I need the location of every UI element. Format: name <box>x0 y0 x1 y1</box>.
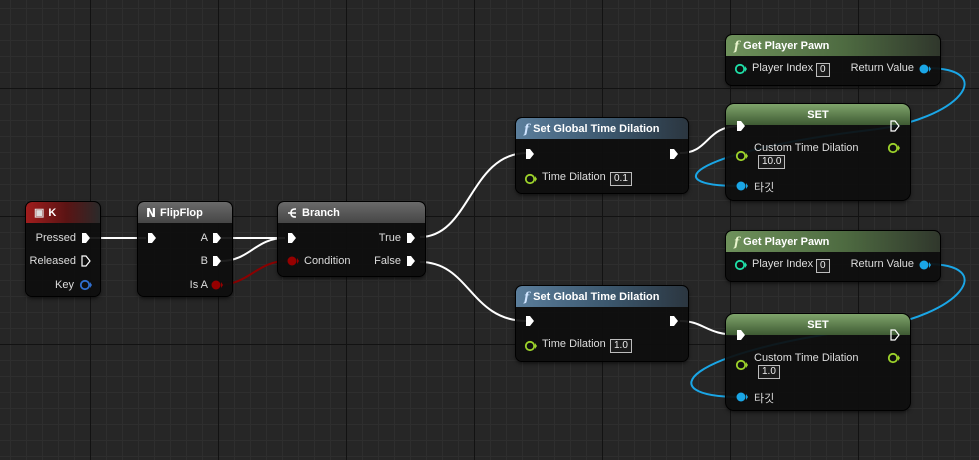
set-variable-title-1: SET <box>807 108 829 121</box>
time-dilation-1-exec-in-pin[interactable] <box>525 148 535 160</box>
set-1-exec-out-pin[interactable] <box>890 120 900 132</box>
get-player-pawn-node-2[interactable]: f Get Player Pawn Player Index 0 Return … <box>725 230 941 282</box>
flipflop-macro-icon: N <box>146 205 157 220</box>
player-index-2-value-field[interactable]: 0 <box>816 259 830 273</box>
time-dilation-2-float-pin[interactable] <box>524 340 538 352</box>
branch-header: Branch <box>278 202 425 223</box>
branch-exec-in-pin[interactable] <box>287 232 297 244</box>
set-1-float-out-pin[interactable] <box>887 142 901 154</box>
flipflop-node[interactable]: N FlipFlop A B Is A <box>137 201 233 297</box>
set-2-float-in-pin[interactable] <box>735 359 749 371</box>
branch-condition-label: Condition <box>304 255 351 267</box>
set-2-float-out-pin[interactable] <box>887 352 901 364</box>
set-1-target-object-pin[interactable] <box>735 180 749 192</box>
flipflop-title: FlipFlop <box>160 206 203 219</box>
set-global-time-dilation-title-2: Set Global Time Dilation <box>533 290 660 303</box>
set-variable-header-2: SET <box>726 314 910 335</box>
set-2-var-label: Custom Time Dilation <box>754 352 859 364</box>
time-dilation-1-float-pin[interactable] <box>524 173 538 185</box>
wire-exec-true-to-settimedilation1[interactable] <box>419 152 528 238</box>
player-index-2-int-pin[interactable] <box>734 259 748 271</box>
get-player-pawn-header-2: f Get Player Pawn <box>726 231 940 252</box>
pressed-exec-pin[interactable] <box>81 232 91 244</box>
released-pin-label: Released <box>29 255 76 267</box>
wire-exec-false-to-settimedilation2[interactable] <box>419 261 528 322</box>
player-index-2-label: Player Index <box>752 258 814 270</box>
flipflop-isa-label: Is A <box>189 279 208 291</box>
time-dilation-2-label: Time Dilation <box>542 338 606 350</box>
set-global-time-dilation-title-1: Set Global Time Dilation <box>533 122 660 135</box>
set-2-exec-out-pin[interactable] <box>890 329 900 341</box>
get-player-pawn-header-1: f Get Player Pawn <box>726 35 940 56</box>
released-exec-pin[interactable] <box>81 255 91 267</box>
player-index-1-value-field[interactable]: 0 <box>816 63 830 77</box>
flipflop-b-exec-pin[interactable] <box>212 255 222 267</box>
set-global-time-dilation-header-1: f Set Global Time Dilation <box>516 118 688 139</box>
set-variable-header-1: SET <box>726 104 910 125</box>
get-player-pawn-title-2: Get Player Pawn <box>743 235 830 248</box>
pressed-pin-label: Pressed <box>35 232 76 244</box>
set-1-float-in-pin[interactable] <box>735 150 749 162</box>
set-variable-title-2: SET <box>807 318 829 331</box>
time-dilation-2-exec-in-pin[interactable] <box>525 315 535 327</box>
set-variable-node-1[interactable]: SET Custom Time Dilation 10.0 타깃 <box>725 103 911 201</box>
branch-node[interactable]: Branch Condition True False <box>277 201 426 277</box>
flipflop-exec-in-pin[interactable] <box>147 232 157 244</box>
key-struct-pin[interactable] <box>79 279 93 291</box>
branch-icon <box>288 207 297 218</box>
set-2-value-field[interactable]: 1.0 <box>758 365 780 379</box>
branch-true-label: True <box>378 232 401 244</box>
flipflop-header: N FlipFlop <box>138 202 232 223</box>
set-variable-node-2[interactable]: SET Custom Time Dilation 1.0 타깃 <box>725 313 911 411</box>
set-1-var-label: Custom Time Dilation <box>754 142 859 154</box>
player-index-1-int-pin[interactable] <box>734 63 748 75</box>
key-event-title: K <box>48 206 57 219</box>
set-1-exec-in-pin[interactable] <box>736 120 746 132</box>
set-global-time-dilation-header-2: f Set Global Time Dilation <box>516 286 688 307</box>
set-1-value-field[interactable]: 10.0 <box>758 155 786 169</box>
flipflop-isa-bool-pin[interactable] <box>210 279 224 291</box>
flipflop-a-exec-pin[interactable] <box>212 232 222 244</box>
branch-false-label: False <box>374 255 401 267</box>
return-value-2-label: Return Value <box>850 258 914 270</box>
return-value-1-object-pin[interactable] <box>918 63 932 75</box>
key-event-header: ▣ K <box>26 202 100 223</box>
flipflop-b-label: B <box>200 255 208 267</box>
time-dilation-1-value-field[interactable]: 0.1 <box>610 172 632 186</box>
set-global-time-dilation-node-1[interactable]: f Set Global Time Dilation Time Dilation… <box>515 117 689 194</box>
return-value-1-label: Return Value <box>850 62 914 74</box>
branch-true-exec-pin[interactable] <box>406 232 416 244</box>
time-dilation-2-exec-out-pin[interactable] <box>669 315 679 327</box>
time-dilation-2-value-field[interactable]: 1.0 <box>610 339 632 353</box>
time-dilation-1-exec-out-pin[interactable] <box>669 148 679 160</box>
set-global-time-dilation-node-2[interactable]: f Set Global Time Dilation Time Dilation… <box>515 285 689 362</box>
flipflop-a-label: A <box>200 232 208 244</box>
get-player-pawn-title-1: Get Player Pawn <box>743 39 830 52</box>
branch-false-exec-pin[interactable] <box>406 255 416 267</box>
set-2-target-label: 타깃 <box>754 393 775 405</box>
get-player-pawn-node-1[interactable]: f Get Player Pawn Player Index 0 Return … <box>725 34 941 86</box>
set-1-target-label: 타깃 <box>754 182 775 194</box>
branch-title: Branch <box>302 206 340 219</box>
time-dilation-1-label: Time Dilation <box>542 171 606 183</box>
branch-condition-bool-pin[interactable] <box>286 255 300 267</box>
function-icon: f <box>734 234 740 249</box>
function-icon: f <box>734 38 740 53</box>
keyboard-icon: ▣ <box>34 207 45 219</box>
set-2-target-object-pin[interactable] <box>735 391 749 403</box>
key-event-node[interactable]: ▣ K Pressed Released Key <box>25 201 101 297</box>
function-icon: f <box>524 289 530 304</box>
player-index-1-label: Player Index <box>752 62 814 74</box>
function-icon: f <box>524 121 530 136</box>
key-pin-label: Key <box>55 279 74 291</box>
set-2-exec-in-pin[interactable] <box>736 329 746 341</box>
return-value-2-object-pin[interactable] <box>918 259 932 271</box>
